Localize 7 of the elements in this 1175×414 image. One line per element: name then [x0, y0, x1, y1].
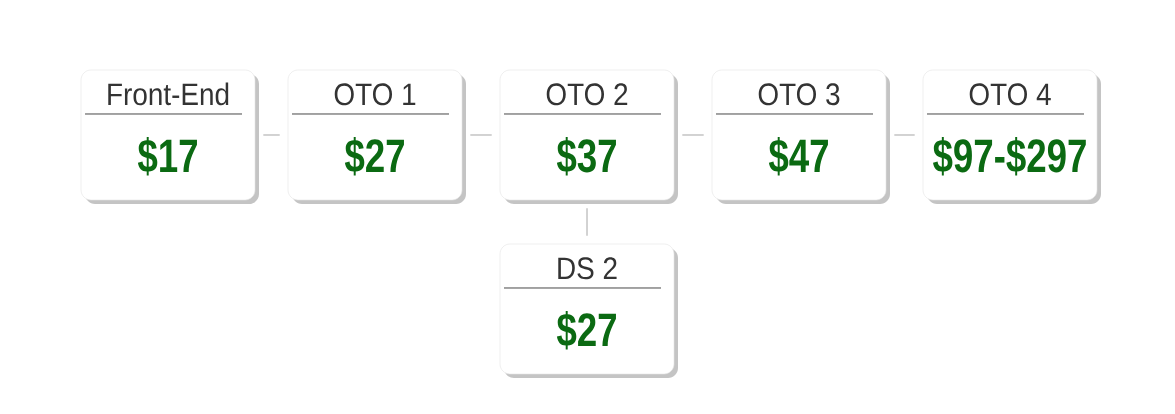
connector-line [681, 134, 705, 136]
heading: OTO 3 [758, 83, 840, 106]
connector-line [893, 134, 916, 136]
connector-line [586, 207, 588, 237]
connector-line [262, 134, 281, 136]
connector-line [469, 134, 493, 136]
price: $47 [768, 137, 828, 176]
